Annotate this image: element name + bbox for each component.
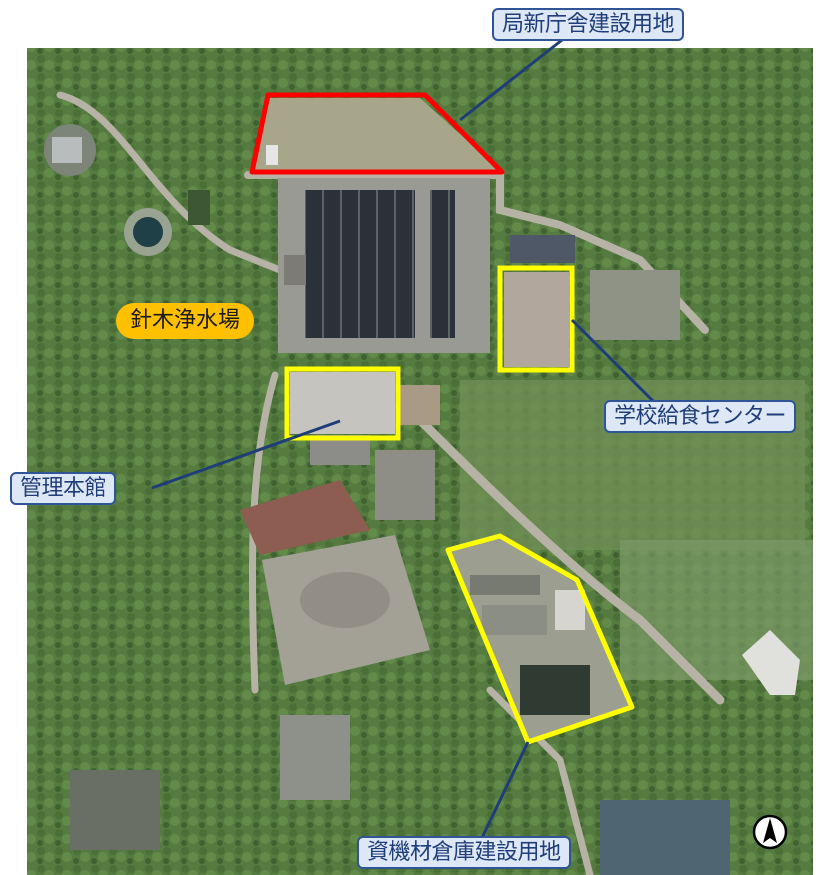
warehouse-site-outline	[445, 533, 635, 745]
admin-building-roof	[290, 372, 395, 434]
warehouse-building-east	[742, 630, 800, 695]
new-office-site-label: 局新庁舎建設用地	[492, 8, 685, 41]
materials-warehouse-site-label: 資機材倉庫建設用地	[357, 836, 571, 869]
reservoir-area	[44, 124, 210, 256]
school-lunch-center-outline	[497, 265, 575, 373]
leader-lines	[151, 38, 657, 843]
water-plant-label: 針木浄水場	[116, 303, 255, 339]
tennis-courts	[240, 480, 370, 555]
school-lunch-center-label: 学校給食センター	[604, 400, 797, 433]
admin-building-outline	[284, 366, 401, 441]
substation	[280, 715, 350, 800]
new-office-site-outline	[249, 92, 505, 175]
admin-building-label: 管理本館	[10, 472, 117, 505]
parking-lot	[590, 270, 680, 340]
north-arrow-icon	[752, 814, 788, 850]
new-office-site-field	[252, 98, 500, 170]
filter-basins	[305, 190, 415, 338]
houses-bottom	[600, 800, 730, 875]
school-lunch-center-building	[504, 272, 569, 367]
